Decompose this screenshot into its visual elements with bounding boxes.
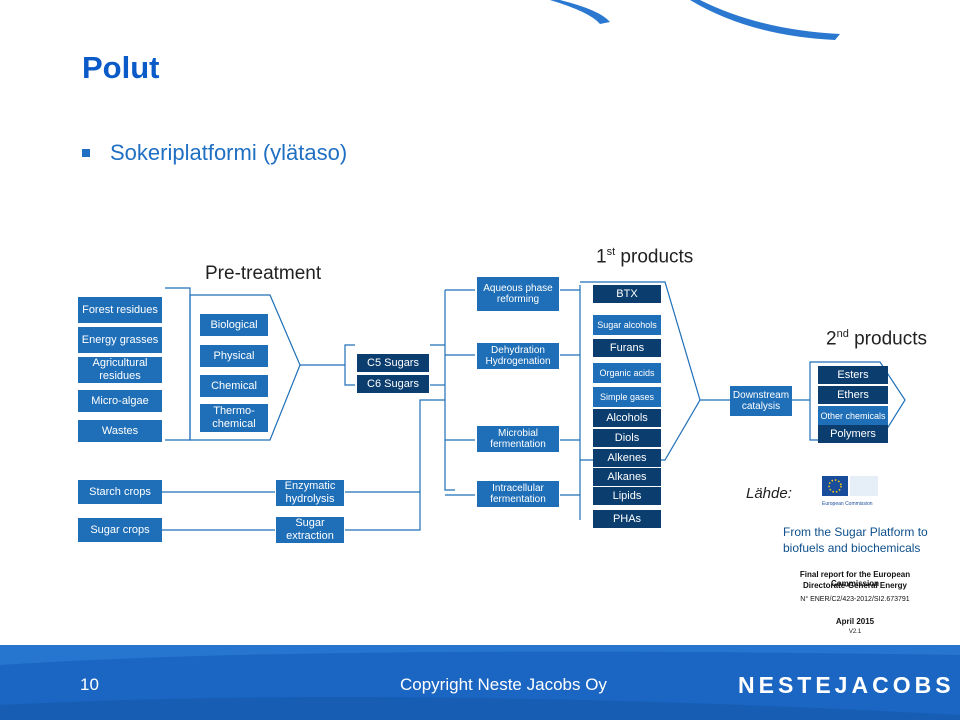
first-products-rest: products — [615, 246, 694, 268]
product-diols: Diols — [593, 429, 661, 447]
product-btx: BTX — [593, 285, 661, 303]
product-furans: Furans — [593, 339, 661, 357]
pretreatment-heading: Pre-treatment — [205, 263, 322, 284]
pretreatment-thermochemical: Thermo-chemical — [200, 404, 268, 432]
sugar-c5: C5 Sugars — [357, 354, 429, 372]
slide-title: Polut — [82, 50, 160, 85]
second-products-heading: 2nd products — [826, 328, 927, 350]
conversion-microbial-fermentation: Microbial fermentation — [477, 426, 559, 452]
feedstock-agricultural-residues: Agricultural residues — [78, 357, 162, 383]
product-alkenes: Alkenes — [593, 449, 661, 467]
second-products-number: 2 — [826, 328, 837, 350]
source-reference: N° ENER/C2/423-2012/SI2.673791 — [800, 596, 910, 603]
product-esters: Esters — [818, 366, 888, 384]
eu-logo-text: European Commission — [822, 501, 873, 507]
feedstock-wastes: Wastes — [78, 420, 162, 442]
page-number: 10 — [80, 675, 99, 694]
nestejacobs-logo: NESTEJACOBS — [738, 672, 955, 698]
feedstock-micro-algae: Micro-algae — [78, 390, 162, 412]
bullet-item: Sokeriplatformi (ylätaso) — [82, 140, 347, 166]
feedstock-sugar-crops: Sugar crops — [78, 518, 162, 542]
product-ethers: Ethers — [818, 386, 888, 404]
eu-commission-logo: European Commission — [820, 472, 882, 512]
conversion-intracellular-fermentation: Intracellular fermentation — [477, 481, 559, 507]
feedstock-energy-grasses: Energy grasses — [78, 327, 162, 353]
product-organic-acids: Organic acids — [593, 363, 661, 383]
pretreatment-enzymatic-hydrolysis: Enzymatic hydrolysis — [276, 480, 344, 506]
second-products-rest: products — [848, 328, 927, 350]
product-sugar-alcohols: Sugar alcohols — [593, 315, 661, 335]
product-phas: PHAs — [593, 510, 661, 528]
product-other-chemicals: Other chemicals — [818, 406, 888, 426]
feedstock-starch-crops: Starch crops — [78, 480, 162, 504]
first-products-number: 1 — [596, 246, 607, 268]
pretreatment-biological: Biological — [200, 314, 268, 336]
second-products-sup: nd — [836, 328, 849, 340]
feedstock-forest-residues: Forest residues — [78, 297, 162, 323]
source-date: April 2015 — [835, 617, 875, 626]
product-simple-gases: Simple gases — [593, 387, 661, 407]
source-version: V2.1 — [848, 629, 862, 635]
product-alkanes: Alkanes — [593, 468, 661, 486]
bullet-text: Sokeriplatformi (ylätaso) — [110, 140, 348, 165]
bullet-square-icon — [82, 149, 90, 157]
first-products-heading: 1st products — [596, 246, 693, 268]
sugar-c6: C6 Sugars — [357, 375, 429, 393]
pretreatment-chemical: Chemical — [200, 375, 268, 397]
copyright-text: Copyright Neste Jacobs Oy — [400, 675, 607, 694]
pretreatment-physical: Physical — [200, 345, 268, 367]
source-title: From the Sugar Platform to biofuels and … — [783, 525, 928, 555]
source-dg: Directorate-General Energy — [802, 581, 908, 590]
conversion-dehydration-hydrogenation: Dehydration Hydrogenation — [477, 343, 559, 369]
downstream-catalysis: Downstream catalysis — [730, 386, 792, 416]
product-lipids: Lipids — [593, 487, 661, 505]
first-products-sup: st — [606, 246, 616, 258]
source-label: Lähde: — [746, 485, 792, 502]
pretreatment-sugar-extraction: Sugar extraction — [276, 517, 344, 543]
product-alcohols: Alcohols — [593, 409, 661, 427]
source-report: Final report for the European Commission — [799, 570, 911, 588]
conversion-aqueous-phase-reforming: Aqueous phase reforming — [477, 277, 559, 311]
decorative-swoosh — [550, 0, 840, 40]
footer-bar — [0, 645, 960, 720]
product-polymers: Polymers — [818, 425, 888, 443]
